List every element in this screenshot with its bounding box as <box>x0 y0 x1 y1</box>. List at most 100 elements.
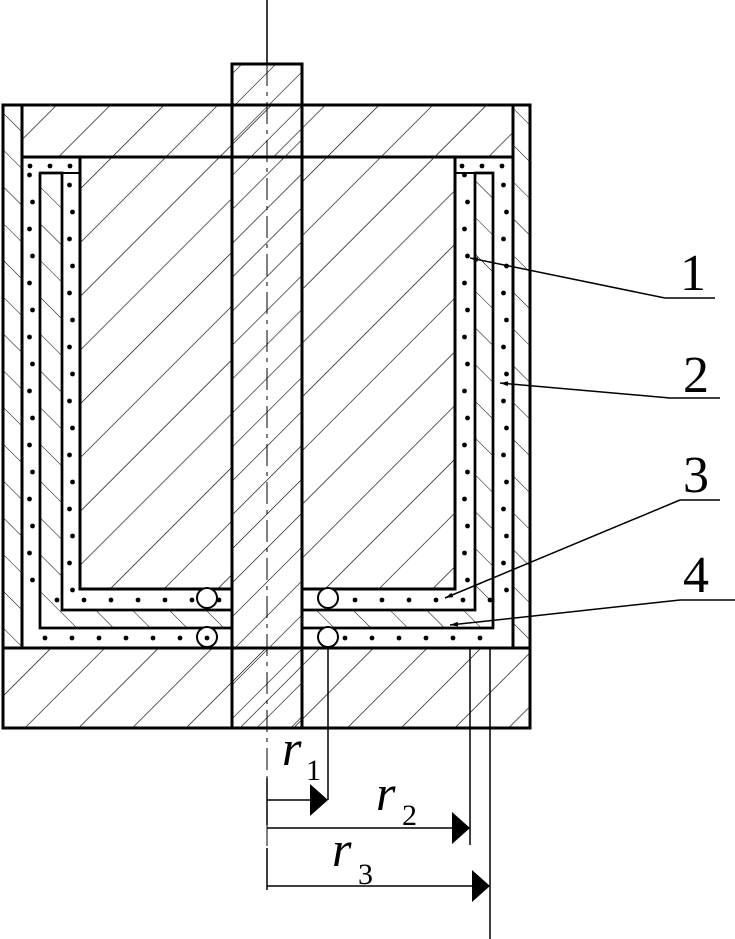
particle-dot <box>460 597 466 603</box>
particle-dot <box>465 469 470 475</box>
particle-dot <box>501 452 506 458</box>
particle-dot <box>501 290 506 296</box>
particle-dot <box>499 163 505 169</box>
particle-dot <box>67 506 72 512</box>
particle-dot <box>352 597 358 603</box>
particle-dot <box>27 280 32 286</box>
r1-symbol: r <box>282 720 302 776</box>
bearing-right-upper <box>317 587 339 609</box>
particle-dot <box>204 635 210 641</box>
particle-dot <box>30 361 35 367</box>
bearing-right-lower <box>317 626 339 648</box>
particle-dot <box>465 361 470 367</box>
particle-dot <box>462 280 467 286</box>
particle-dot <box>27 550 32 556</box>
particle-dot <box>487 597 493 603</box>
particle-dot <box>423 635 429 641</box>
particle-dot <box>433 597 439 603</box>
leader-2 <box>499 381 671 399</box>
bearings <box>196 587 339 648</box>
particle-dot <box>465 523 470 529</box>
particle-dot <box>504 425 509 431</box>
particle-dot <box>465 253 470 259</box>
particle-dot <box>27 388 32 394</box>
particle-dot <box>462 334 467 340</box>
callout-1: 1 <box>680 245 706 302</box>
right-layers <box>300 155 513 646</box>
particle-dot <box>150 635 156 641</box>
particle-dot <box>504 533 509 539</box>
particle-dot <box>379 597 385 603</box>
particle-dot <box>67 163 73 169</box>
particle-dot <box>462 388 467 394</box>
particle-dot <box>30 307 35 313</box>
particle-dot <box>96 635 102 641</box>
particle-dot <box>189 597 195 603</box>
particle-dot <box>135 597 141 603</box>
particle-dot <box>70 263 75 269</box>
bearing-left-upper <box>196 587 218 609</box>
r1-arrowhead <box>310 784 328 816</box>
particle-dot <box>162 597 168 603</box>
right-inner-block <box>300 155 457 591</box>
particle-dot <box>465 415 470 421</box>
callout-2: 2 <box>683 347 709 404</box>
callout-3: 3 <box>683 447 709 504</box>
particle-dot <box>47 163 53 169</box>
particle-dot <box>462 442 467 448</box>
particle-dot <box>501 506 506 512</box>
particle-dot <box>67 560 72 566</box>
particle-dot <box>406 597 412 603</box>
particle-dot <box>177 635 183 641</box>
particle-dot <box>462 172 467 178</box>
particle-dot <box>70 479 75 485</box>
particle-dot <box>465 577 470 583</box>
particle-dot <box>70 425 75 431</box>
particle-dot <box>70 533 75 539</box>
particle-dot <box>342 635 348 641</box>
r3-arrowhead <box>472 870 490 902</box>
left-inner-block <box>78 155 234 591</box>
particle-dot <box>501 344 506 350</box>
particle-dot <box>30 523 35 529</box>
particle-dot <box>54 597 60 603</box>
particle-dot <box>30 577 35 583</box>
particle-dot <box>30 469 35 475</box>
particle-dot <box>396 635 402 641</box>
particle-dot <box>67 236 72 242</box>
particle-dot <box>504 371 509 377</box>
particle-dot <box>70 371 75 377</box>
particle-dot <box>30 415 35 421</box>
particle-dot <box>42 635 48 641</box>
particle-dot <box>27 226 32 232</box>
particle-dot <box>67 452 72 458</box>
particle-dot <box>108 597 114 603</box>
r3-symbol: r <box>332 821 352 877</box>
particle-dot <box>465 307 470 313</box>
particle-dot <box>462 550 467 556</box>
particle-dot <box>504 587 509 593</box>
r3-subscript: 3 <box>358 858 373 891</box>
particle-dot <box>501 560 506 566</box>
particle-dot <box>27 334 32 340</box>
particle-dot <box>70 209 75 215</box>
radius-arrowheads <box>310 784 490 902</box>
particle-dot <box>123 635 129 641</box>
particle-dot <box>504 479 509 485</box>
callout-4: 4 <box>683 547 709 604</box>
left-layers <box>20 155 234 650</box>
particle-dot <box>69 635 75 641</box>
particle-dot <box>30 253 35 259</box>
right-outer-wall <box>511 103 532 650</box>
particle-dot <box>465 199 470 205</box>
leader-3 <box>444 499 681 599</box>
particle-dot <box>504 317 509 323</box>
particle-dot <box>501 398 506 404</box>
particle-dot <box>27 163 33 169</box>
particle-dot <box>216 597 222 603</box>
particle-dot <box>67 290 72 296</box>
particle-dot <box>27 172 32 178</box>
particle-dot <box>462 496 467 502</box>
particle-dots <box>27 163 509 641</box>
particle-dot <box>462 226 467 232</box>
